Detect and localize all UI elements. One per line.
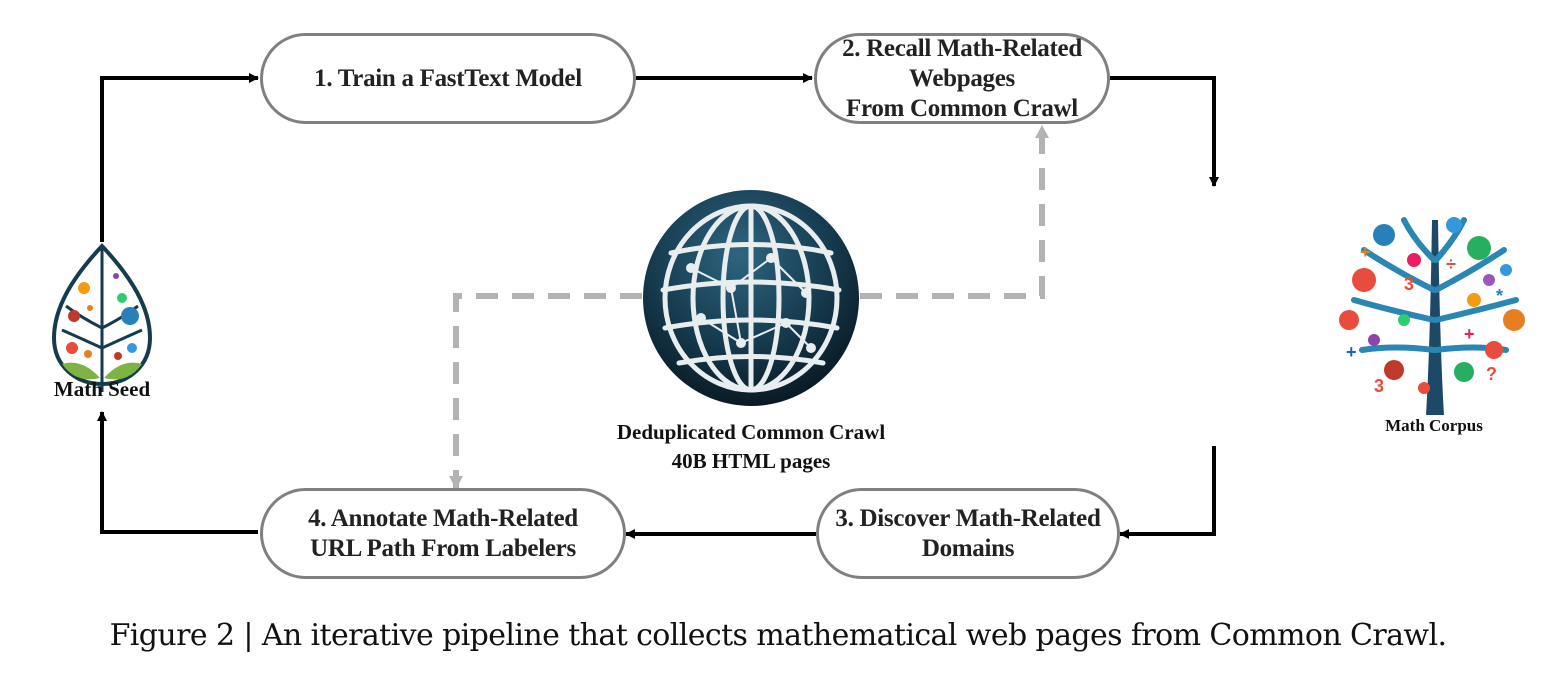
- arrow-corpus-to-step3: [1119, 446, 1216, 539]
- arrow-seed-to-step1: [100, 73, 259, 242]
- step3-label: 3. Discover Math-Related Domains: [835, 504, 1101, 562]
- svg-text:÷: ÷: [1446, 254, 1456, 274]
- step2-node: 2. Recall Math-Related Webpages From Com…: [814, 33, 1110, 124]
- leaf-tree-icon: [51, 243, 153, 392]
- math-seed-label: Math Seed: [53, 377, 151, 401]
- dashed-arrow-crawl-to-step4: [449, 293, 642, 489]
- step2-label: 2. Recall Math-Related Webpages From Com…: [842, 34, 1082, 122]
- svg-text:+: +: [1464, 324, 1475, 344]
- figure-caption: Figure 2 | An iterative pipeline that co…: [109, 618, 1447, 653]
- svg-text:+: +: [1346, 342, 1357, 362]
- math-corpus-label: Math Corpus: [1385, 416, 1483, 435]
- svg-text:3: 3: [1404, 274, 1414, 294]
- svg-text:?: ?: [1486, 364, 1497, 384]
- step1-label: 1. Train a FastText Model: [314, 64, 582, 92]
- step3-node: 3. Discover Math-Related Domains: [816, 488, 1120, 579]
- svg-text:3: 3: [1374, 376, 1384, 396]
- arrow-step2-to-corpus: [1110, 76, 1219, 187]
- globe-network-icon: [643, 190, 859, 406]
- step4-node: 4. Annotate Math-Related URL Path From L…: [260, 488, 626, 579]
- math-tree-icon: + 3 * + + ? 3 ÷: [1334, 210, 1534, 415]
- arrow-step4-to-seed: [97, 411, 258, 534]
- step1-node: 1. Train a FastText Model: [260, 33, 636, 124]
- dashed-arrow-crawl-to-step2: [860, 125, 1049, 299]
- svg-text:+: +: [1360, 242, 1371, 262]
- step4-label: 4. Annotate Math-Related URL Path From L…: [308, 504, 578, 562]
- svg-text:*: *: [1496, 286, 1503, 306]
- common-crawl-label: Deduplicated Common Crawl 40B HTML pages: [616, 420, 886, 473]
